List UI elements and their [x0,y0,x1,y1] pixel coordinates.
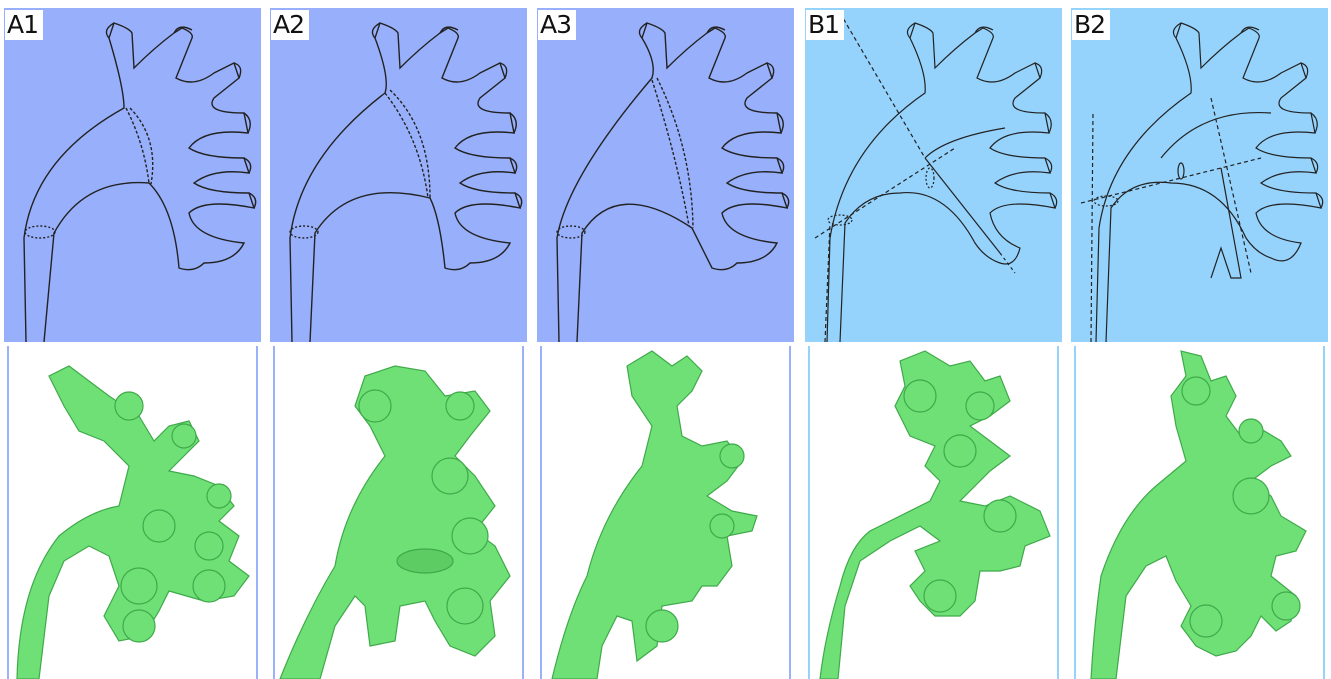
panel-a1: A1 [4,8,261,679]
render-b2 [1074,346,1325,679]
panel-label-a3: A3 [538,10,576,40]
panel-a2: A2 [270,8,527,679]
renal-pelvis-sketch-a2 [270,8,527,342]
render-b1 [808,346,1059,679]
panel-label-a1: A1 [5,10,43,40]
sketch-b1 [805,8,1062,342]
renal-pelvis-sketch-b1 [805,8,1062,342]
panel-b1: B1 [805,8,1062,679]
panel-a3: A3 [537,8,794,679]
renal-pelvis-sketch-a3 [537,8,794,342]
sketch-a2 [270,8,527,342]
render-a3 [540,346,791,679]
renal-3d-model-a2 [275,346,522,679]
sketch-a3 [537,8,794,342]
sketch-a1 [4,8,261,342]
sketch-b2 [1071,8,1328,342]
renal-3d-model-b1 [810,346,1057,679]
renal-3d-model-b2 [1076,346,1323,679]
panel-b2: B2 [1071,8,1328,679]
panel-label-b2: B2 [1072,10,1110,40]
render-a2 [273,346,524,679]
panel-label-a2: A2 [271,10,309,40]
renal-pelvis-sketch-b2 [1071,8,1328,342]
panel-label-b1: B1 [806,10,844,40]
render-a1 [7,346,258,679]
renal-3d-model-a1 [9,346,256,679]
renal-pelvis-sketch-a1 [4,8,261,342]
renal-3d-model-a3 [542,346,789,679]
